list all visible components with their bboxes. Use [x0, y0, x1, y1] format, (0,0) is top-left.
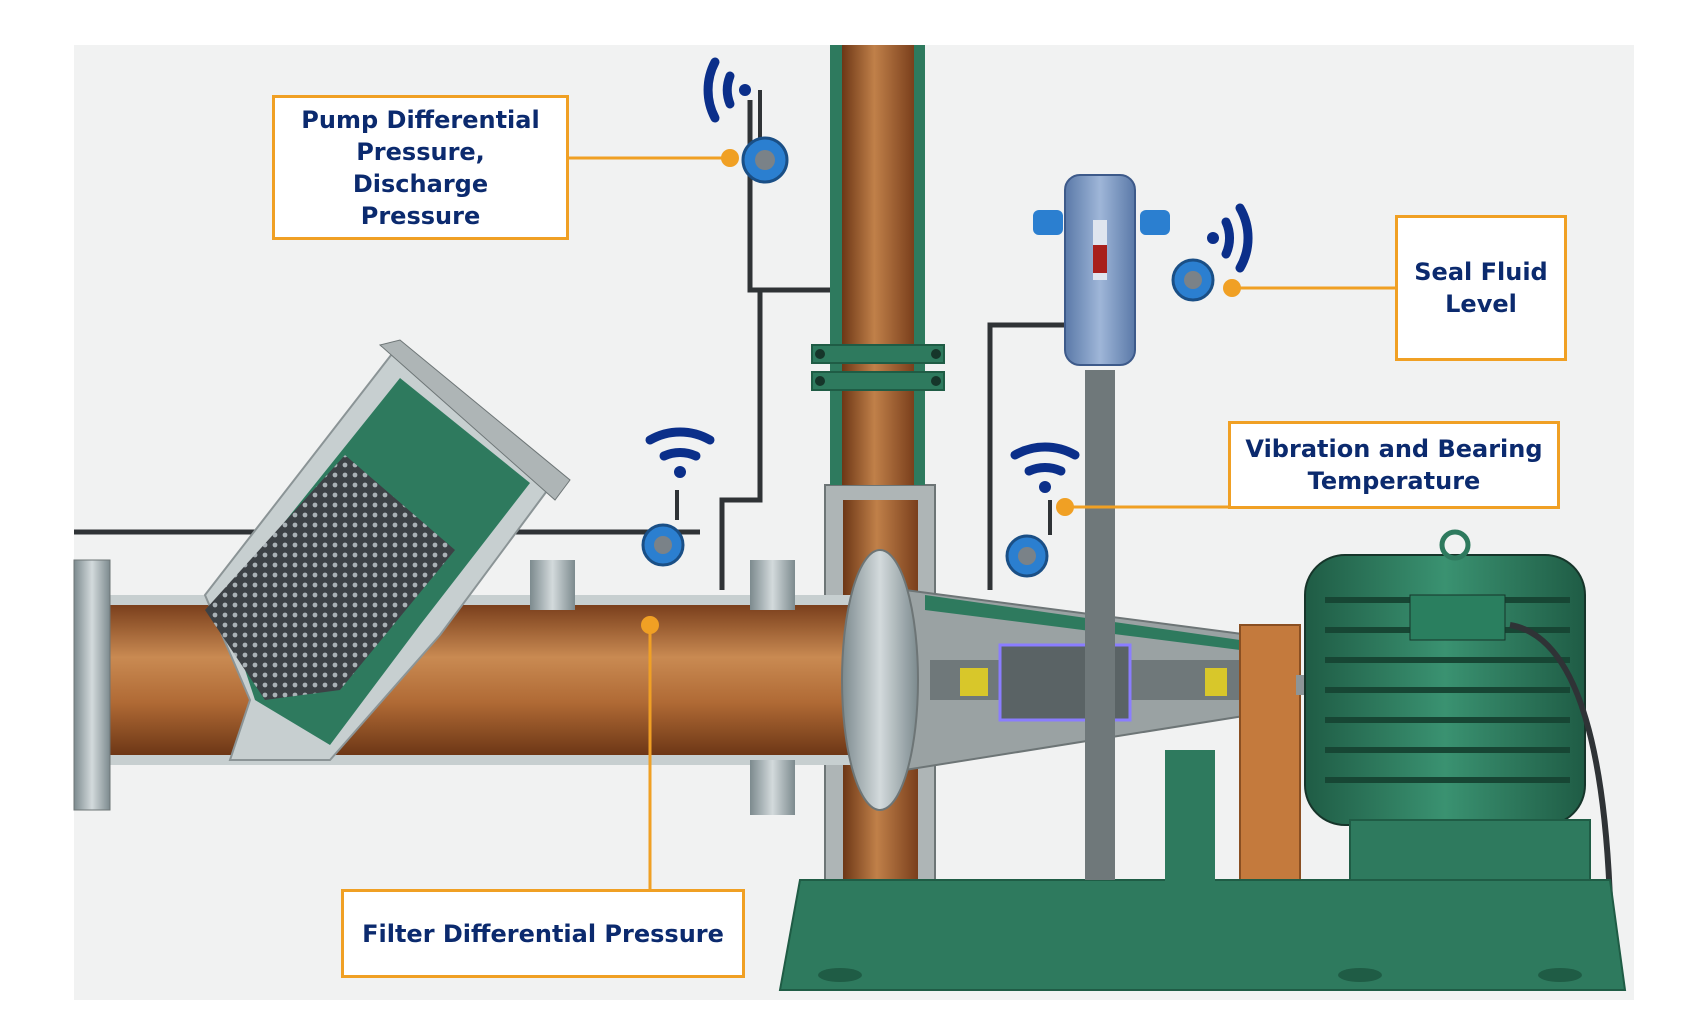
wireless-icon-pump — [703, 57, 751, 123]
y-strainer — [203, 339, 571, 761]
transmitter-icon-pump — [741, 90, 789, 184]
callout-dot-icon-filter — [641, 616, 659, 634]
wireless-icon-seal — [1207, 203, 1253, 273]
seal-fluid-pot — [1033, 174, 1170, 880]
callout-dot-icon-pump — [721, 149, 739, 167]
suction-pipe — [73, 559, 854, 815]
electric-motor — [1304, 529, 1613, 911]
callout-seal-fluid-level: Seal Fluid Level — [1395, 215, 1567, 361]
callout-pump-line3: Pressure — [360, 201, 481, 230]
callout-leaders — [569, 156, 1395, 889]
callout-vibration-line2: Temperature — [1307, 467, 1481, 495]
wireless-icon-vibration — [1010, 442, 1080, 493]
callout-dot-icon-vibration — [1056, 498, 1074, 516]
callout-filter-differential-pressure: Filter Differential Pressure — [341, 889, 745, 978]
callout-seal-line1: Seal Fluid — [1414, 258, 1548, 286]
callout-pump-line2: Pressure, Discharge — [352, 137, 489, 198]
callout-vibration-bearing-temperature: Vibration and Bearing Temperature — [1228, 421, 1560, 509]
callout-vibration-line1: Vibration and Bearing — [1245, 435, 1543, 463]
coupling-guard — [1239, 624, 1301, 901]
callout-filter-label: Filter Differential Pressure — [362, 919, 724, 948]
base-frame — [778, 750, 1627, 991]
callout-pump-line1: Pump Differential — [301, 105, 540, 134]
transmitter-icon-seal — [1171, 258, 1215, 302]
impeller-flange — [841, 549, 919, 811]
discharge-pipe — [811, 45, 945, 485]
wireless-icon-filter — [645, 427, 715, 478]
transmitter-icon-filter — [641, 490, 685, 567]
callout-dot-icon-seal — [1223, 279, 1241, 297]
callout-pump-differential-pressure: Pump Differential Pressure, Discharge Pr… — [272, 95, 569, 240]
callout-seal-line2: Level — [1445, 290, 1517, 318]
transmitter-icon-vibration — [1005, 500, 1052, 578]
